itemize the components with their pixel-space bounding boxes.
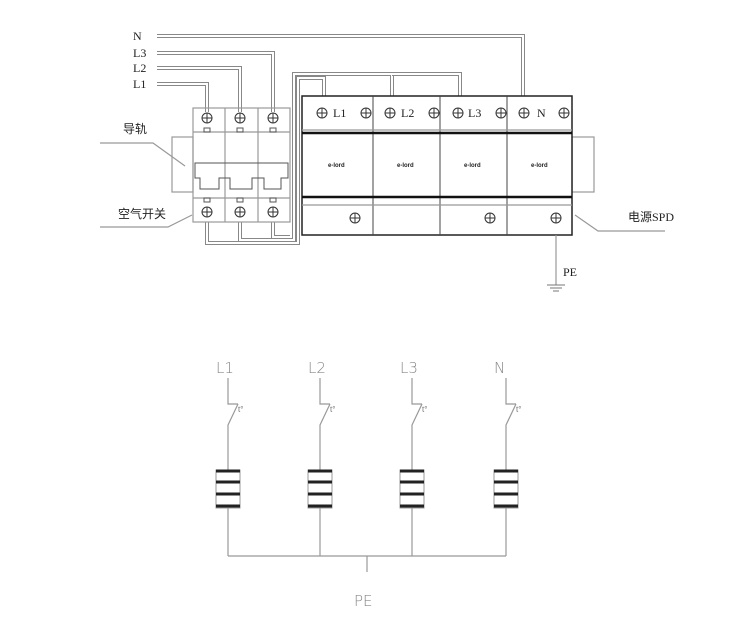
rail-label: 导轨 xyxy=(123,122,147,136)
pe-label-bottom: PE xyxy=(354,592,373,610)
varistor-icon xyxy=(307,469,333,509)
branch-label: L2 xyxy=(308,359,326,377)
schematic-branch-l1: L1 t° xyxy=(215,359,243,556)
thermal-switch-icon xyxy=(411,378,423,470)
spd-terminal-n: N xyxy=(537,106,546,120)
din-rail-right xyxy=(571,136,595,193)
schematic-branch-l3: L3 t° xyxy=(399,359,427,556)
spd-brand-4: e-lord xyxy=(531,163,548,169)
spd-brand-3: e-lord xyxy=(464,163,481,169)
varistor-icon xyxy=(493,469,519,509)
schematic: L1t°L2t°L3t°Nt° xyxy=(215,359,521,572)
screw-icon xyxy=(428,107,440,119)
thermal-mark: t° xyxy=(422,405,427,414)
screw-icon xyxy=(558,107,570,119)
thermal-switch-icon xyxy=(319,378,331,470)
breaker-leader xyxy=(100,214,193,228)
pe-label-top: PE xyxy=(563,265,577,279)
screw-icon xyxy=(484,212,496,224)
ground-icon xyxy=(547,235,565,292)
spd-terminal-l1: L1 xyxy=(333,106,346,120)
label-n: N xyxy=(133,29,142,43)
screw-icon xyxy=(452,107,464,119)
power-spd xyxy=(301,95,573,236)
branch-label: L3 xyxy=(400,359,418,377)
spd-brand-2: e-lord xyxy=(397,163,414,169)
thermal-mark: t° xyxy=(516,405,521,414)
screw-icon xyxy=(518,107,530,119)
rail-leader xyxy=(100,142,186,167)
screw-icon xyxy=(316,107,328,119)
thermal-switch-icon xyxy=(505,378,517,470)
spd-label: 电源SPD xyxy=(628,210,674,224)
link-wires xyxy=(205,72,462,245)
schematic-branch-l2: L2 t° xyxy=(307,359,335,556)
spd-terminal-l3: L3 xyxy=(468,106,481,120)
input-wires xyxy=(157,34,525,112)
screw-icon xyxy=(267,112,279,124)
spd-brand-1: e-lord xyxy=(328,163,345,169)
screw-icon xyxy=(360,107,372,119)
thermal-switch-icon xyxy=(227,378,239,470)
branch-label: N xyxy=(494,359,505,377)
screw-icon xyxy=(201,206,213,218)
screw-icon xyxy=(550,212,562,224)
label-l3: L3 xyxy=(133,46,146,60)
varistor-icon xyxy=(399,469,425,509)
spd-terminal-l2: L2 xyxy=(401,106,414,120)
screw-icon xyxy=(267,206,279,218)
screw-icon xyxy=(384,107,396,119)
screw-icon xyxy=(234,112,246,124)
thermal-mark: t° xyxy=(330,405,335,414)
screw-icons xyxy=(201,107,570,224)
varistor-icon xyxy=(215,469,241,509)
screw-icon xyxy=(201,112,213,124)
spd-leader xyxy=(574,214,665,232)
label-l1: L1 xyxy=(133,77,146,91)
schematic-branch-n: Nt° xyxy=(493,359,521,556)
air-breaker xyxy=(192,107,291,223)
breaker-label: 空气开关 xyxy=(118,206,166,221)
screw-icon xyxy=(495,107,507,119)
screw-icon xyxy=(349,212,361,224)
thermal-mark: t° xyxy=(238,405,243,414)
screw-icon xyxy=(234,206,246,218)
branch-label: L1 xyxy=(216,359,234,377)
label-l2: L2 xyxy=(133,61,146,75)
